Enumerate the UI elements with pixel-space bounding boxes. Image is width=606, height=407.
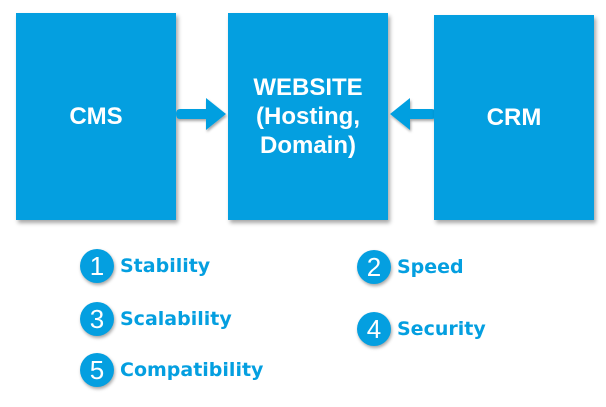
list-item-label: Scalability <box>120 308 232 330</box>
crm-box: CRM <box>434 15 594 220</box>
cms-label: CMS <box>69 102 123 130</box>
number-1-icon: 1 <box>80 249 114 283</box>
list-item-label: Speed <box>397 256 464 278</box>
website-box: WEBSITE (Hosting, Domain) <box>228 13 388 220</box>
list-item-speed: 2 Speed <box>357 250 464 284</box>
list-item-label: Stability <box>120 255 211 277</box>
arrow-crm-to-website <box>390 98 436 130</box>
website-domain: Domain) <box>260 132 356 159</box>
website-title: WEBSITE <box>253 74 363 101</box>
list-item-scalability: 3 Scalability <box>80 302 232 336</box>
cms-box: CMS <box>16 13 176 220</box>
number-3-icon: 3 <box>80 302 114 336</box>
list-item-label: Security <box>397 318 486 340</box>
list-item-stability: 1 Stability <box>80 249 210 283</box>
list-item-security: 4 Security <box>357 312 486 346</box>
number-5-icon: 5 <box>80 353 114 387</box>
number-2-icon: 2 <box>357 250 391 284</box>
crm-label: CRM <box>486 103 542 131</box>
website-hosting: (Hosting, <box>256 103 360 130</box>
arrow-cms-to-website <box>176 98 226 130</box>
list-item-label: Compatibility <box>120 359 264 381</box>
number-4-icon: 4 <box>357 312 391 346</box>
list-item-compatibility: 5 Compatibility <box>80 353 263 387</box>
